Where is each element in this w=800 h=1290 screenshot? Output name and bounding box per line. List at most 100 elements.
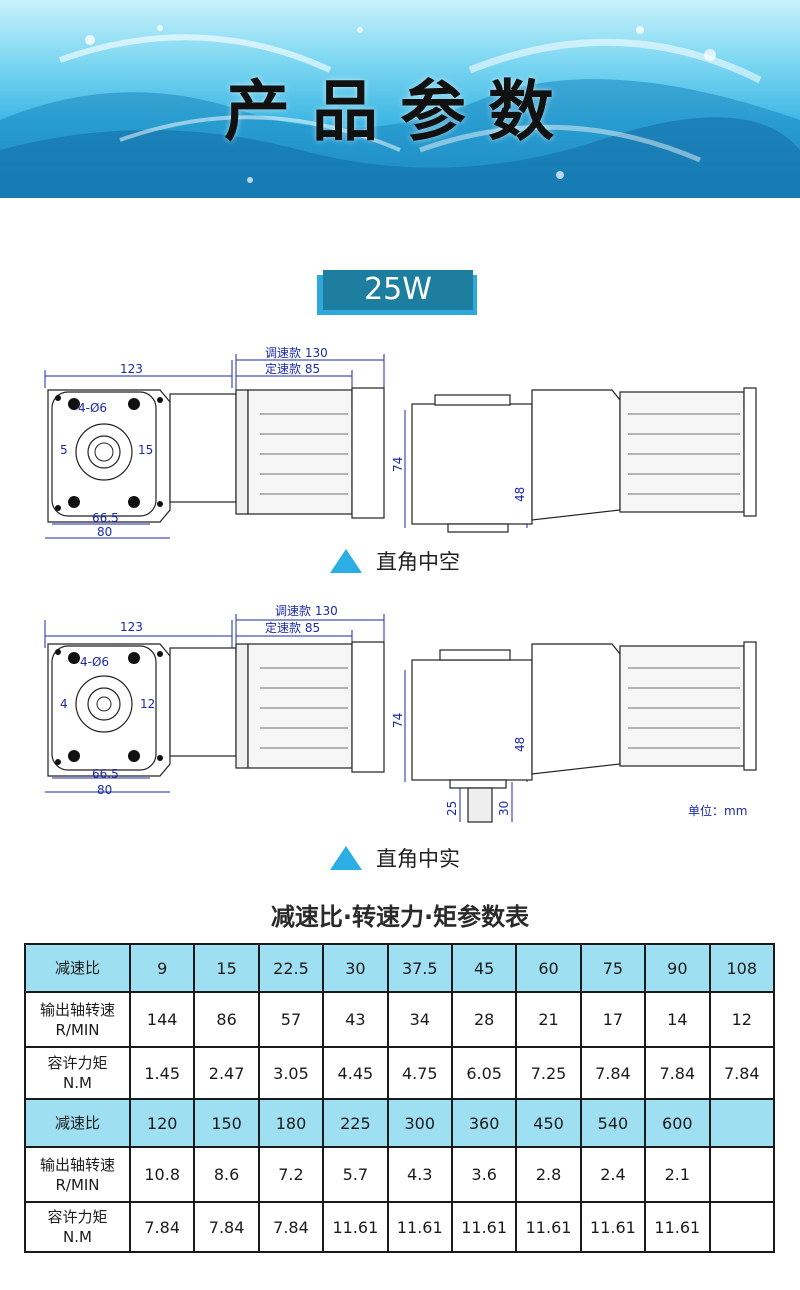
table-cell: 34: [386, 991, 453, 1048]
table-cell: 300: [386, 1098, 453, 1148]
table-title: 减速比·转速力·矩参数表: [270, 903, 530, 931]
drawing-hollow-shaft: 123 调速款 130 定速款 85 4-Ø6 5 15 66.5 8: [0, 340, 800, 540]
table-cell: 28: [450, 991, 518, 1048]
table-cell: [708, 1146, 776, 1203]
table-row: 减速比 9 15 22.5 30 37.5 45 60 75 90 108: [24, 943, 776, 993]
water-splash-graphic: [0, 25, 800, 198]
table-cell: 3.6: [450, 1146, 518, 1203]
table-cell: 7.84: [644, 1046, 711, 1100]
table-cell: 30: [322, 943, 389, 993]
torque-label-line1: 容许力矩: [47, 1208, 108, 1226]
speed-label-line2: R/MIN: [55, 1175, 100, 1194]
table-cell: 11.61: [644, 1201, 711, 1253]
speed-label-line1: 输出轴转速: [39, 1155, 115, 1174]
table-cell: 15: [193, 943, 260, 993]
table-cell: 45: [450, 943, 518, 993]
torque-label-line1: 容许力矩: [47, 1054, 108, 1072]
dim-height-74: 74: [391, 457, 405, 472]
dim-width-123: 123: [120, 620, 143, 634]
dim-holes: 4-Ø6: [78, 401, 107, 415]
table-cell: 11.61: [515, 1201, 582, 1253]
dim-shaft-right: 15: [138, 443, 153, 457]
dim-width-665: 66.5: [92, 511, 119, 525]
header-banner: 产品参数: [0, 0, 800, 198]
table-cell: 8.6: [193, 1146, 260, 1203]
table-cell: 1.45: [128, 1046, 196, 1100]
dim-fixed-length: 定速款 85: [265, 620, 320, 635]
table-cell: 108: [708, 943, 776, 993]
table-cell: 11.61: [386, 1201, 453, 1253]
table-cell: [708, 1098, 776, 1148]
caption-hollow-text: 直角中空: [376, 550, 460, 574]
caption-solid-text: 直角中实: [376, 847, 460, 871]
table-cell: 9: [128, 943, 196, 993]
page-title: 产品参数: [224, 73, 576, 150]
table-row: 减速比 120 150 180 225 300 360 450 540 600: [24, 1098, 776, 1148]
table-cell: 90: [644, 943, 711, 993]
dim-shaft-left: 5: [60, 443, 68, 457]
table-cell: 540: [579, 1098, 647, 1148]
dim-height-48: 48: [513, 487, 527, 502]
table-cell: 4.3: [386, 1146, 453, 1203]
table-cell: 4.45: [322, 1046, 389, 1100]
speed-label-line1: 输出轴转速: [39, 1000, 115, 1019]
triangle-icon: [330, 549, 362, 573]
dim-holes: 4-Ø6: [80, 655, 109, 669]
dim-width-80: 80: [97, 783, 112, 797]
torque-label-line2: N.M: [63, 1074, 92, 1092]
table-cell: 86: [193, 991, 260, 1048]
torque-label-cell: 容许力矩 N.M: [24, 1046, 131, 1100]
table-cell: 57: [257, 991, 325, 1048]
table-cell: 150: [193, 1098, 260, 1148]
dim-width-665: 66.5: [92, 767, 119, 781]
dim-height-48: 48: [513, 737, 527, 752]
table-cell: 3.05: [257, 1046, 325, 1100]
table-cell: 7.84: [257, 1201, 325, 1253]
table-cell: 144: [128, 991, 196, 1048]
dim-shaft-left: 4: [60, 697, 68, 711]
caption-solid: 直角中实: [330, 843, 460, 873]
table-cell: 11.61: [579, 1201, 647, 1253]
table-cell: 450: [515, 1098, 582, 1148]
ratio-label-cell: 减速比: [24, 943, 131, 993]
table-row: 容许力矩 N.M 1.45 2.47 3.05 4.45 4.75 6.05 7.…: [24, 1046, 776, 1100]
caption-hollow: 直角中空: [330, 546, 460, 576]
dim-adjustable-length: 调速款 130: [265, 346, 328, 360]
table-cell: 7.84: [579, 1046, 647, 1100]
dim-shaft-right: 12: [140, 697, 155, 711]
dim-shaft-30: 30: [497, 801, 511, 816]
torque-label-line2: N.M: [63, 1228, 92, 1246]
table-cell: 22.5: [257, 943, 325, 993]
table-cell: 2.1: [644, 1146, 711, 1203]
dim-height-74: 74: [391, 713, 405, 728]
table-cell: 10.8: [128, 1146, 196, 1203]
table-cell: 6.05: [450, 1046, 518, 1100]
table-cell: 60: [515, 943, 582, 993]
table-cell: [708, 1201, 776, 1253]
table-cell: 4.75: [386, 1046, 453, 1100]
table-cell: 180: [257, 1098, 325, 1148]
table-cell: 7.25: [515, 1046, 582, 1100]
table-cell: 7.84: [193, 1201, 260, 1253]
table-cell: 11.61: [322, 1201, 389, 1253]
table-cell: 2.8: [515, 1146, 582, 1203]
dim-width-123: 123: [120, 362, 143, 376]
table-cell: 7.84: [708, 1046, 776, 1100]
power-badge: 25W: [323, 270, 473, 310]
table-cell: 21: [515, 991, 582, 1048]
technical-drawing-2: 123 调速款 130 定速款 85 4-Ø6 4 12 66.5 8: [44, 604, 757, 823]
dim-fixed-length: 定速款 85: [265, 361, 320, 376]
table-cell: 2.47: [193, 1046, 260, 1100]
table-cell: 37.5: [386, 943, 453, 993]
table-cell: 14: [644, 991, 711, 1048]
table-cell: 120: [128, 1098, 196, 1148]
table-cell: 7.84: [128, 1201, 196, 1253]
torque-label-cell: 容许力矩 N.M: [24, 1201, 131, 1253]
table-cell: 7.2: [257, 1146, 325, 1203]
table-cell: 2.4: [579, 1146, 647, 1203]
spec-table: 减速比 9 15 22.5 30 37.5 45 60 75 90 108 输出…: [24, 943, 776, 1253]
